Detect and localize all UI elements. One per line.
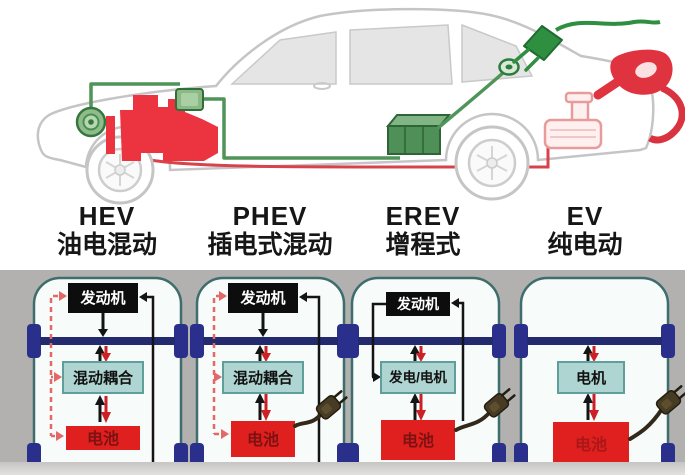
column-subtitle: 油电混动 (56, 231, 157, 259)
battery-label: 电池 (87, 429, 119, 448)
charge-cable (436, 70, 506, 130)
column-subtitle: 纯电动 (547, 231, 623, 259)
generator-icon (75, 106, 107, 138)
drive-return-line (147, 295, 155, 462)
engine-box (228, 283, 298, 313)
column-diagram-erev: 发动机 发电/电机 电池 (343, 276, 519, 462)
column-subtitle: 插电式混动 (207, 231, 333, 259)
column-subtitle: 增程式 (385, 231, 461, 259)
dashed-arrowhead (56, 431, 64, 441)
engine-label: 发动机 (396, 296, 439, 312)
engine-label: 发动机 (79, 289, 125, 307)
engine-box (386, 292, 450, 316)
column-title: EREV (385, 201, 461, 231)
column-diagram-phev: 发动机 混动耦合 电池 (188, 276, 353, 462)
battery-pack-icon (385, 114, 452, 155)
plug-cable (628, 407, 664, 441)
converter-label: 混动耦合 (73, 369, 134, 387)
engine-label: 发动机 (239, 289, 285, 307)
arrowhead-down (258, 329, 268, 337)
battery-label: 电池 (402, 431, 434, 450)
column-header-erev: EREV 增程式 (328, 202, 518, 260)
dashed-arrowhead (54, 372, 62, 382)
charging-plug-icon (512, 19, 661, 72)
fuel-tank-icon (543, 91, 603, 150)
converter-label: 电机 (576, 369, 606, 387)
battery-box (381, 420, 455, 460)
column-title: HEV (78, 201, 136, 231)
converter-box (557, 361, 625, 394)
battery-box (66, 426, 140, 450)
dashed-arrowhead (214, 372, 222, 382)
generator-wire (89, 82, 180, 108)
battery-engine-line (459, 301, 465, 421)
dashed-arrowhead (221, 429, 229, 439)
dashed-arrowhead (59, 291, 67, 301)
engine-generator-line (371, 302, 386, 379)
powertrain-diagrams: 发动机 混动耦合 电池 发动机 混动耦合 电池 (25, 276, 685, 462)
door-handle (313, 82, 331, 90)
plug-cable (454, 410, 492, 432)
fuel-nozzle-icon (593, 49, 685, 144)
electric-wire (202, 97, 400, 160)
controller-icon (175, 88, 204, 111)
dashed-arrowhead (219, 291, 227, 301)
battery-box (553, 422, 629, 462)
column-title: EV (566, 201, 604, 231)
column-diagram-hev: 发动机 混动耦合 电池 (25, 276, 190, 462)
arrow-into-engine (451, 298, 459, 308)
arrow-into-engine (139, 292, 147, 302)
car-illustration (36, 7, 685, 205)
converter-box (380, 361, 456, 394)
arrow-into-engine (299, 292, 307, 302)
car-windows (230, 23, 534, 85)
column-header-hev: HEV 油电混动 (12, 202, 202, 260)
dashed-energy-line (49, 294, 58, 438)
plug-cable (293, 411, 324, 428)
battery-label: 电池 (247, 430, 279, 449)
arrowhead-down (98, 329, 108, 337)
rear-wheel-icon (454, 125, 530, 201)
converter-box (62, 361, 144, 394)
column-title: PHEV (232, 201, 308, 231)
converter-label: 发电/电机 (388, 369, 447, 385)
converter-label: 混动耦合 (233, 369, 294, 387)
engine-box (68, 283, 138, 313)
converter-box (222, 361, 304, 394)
engine-icon (106, 95, 218, 161)
column-header-phev: PHEV 插电式混动 (175, 202, 365, 260)
bottom-strip (0, 462, 685, 475)
column-diagram-ev: 电机 电池 (512, 276, 685, 462)
battery-label: 电池 (575, 435, 607, 454)
column-header-ev: EV 纯电动 (490, 202, 680, 260)
arrowhead-right (373, 372, 381, 382)
battery-box (231, 421, 295, 457)
